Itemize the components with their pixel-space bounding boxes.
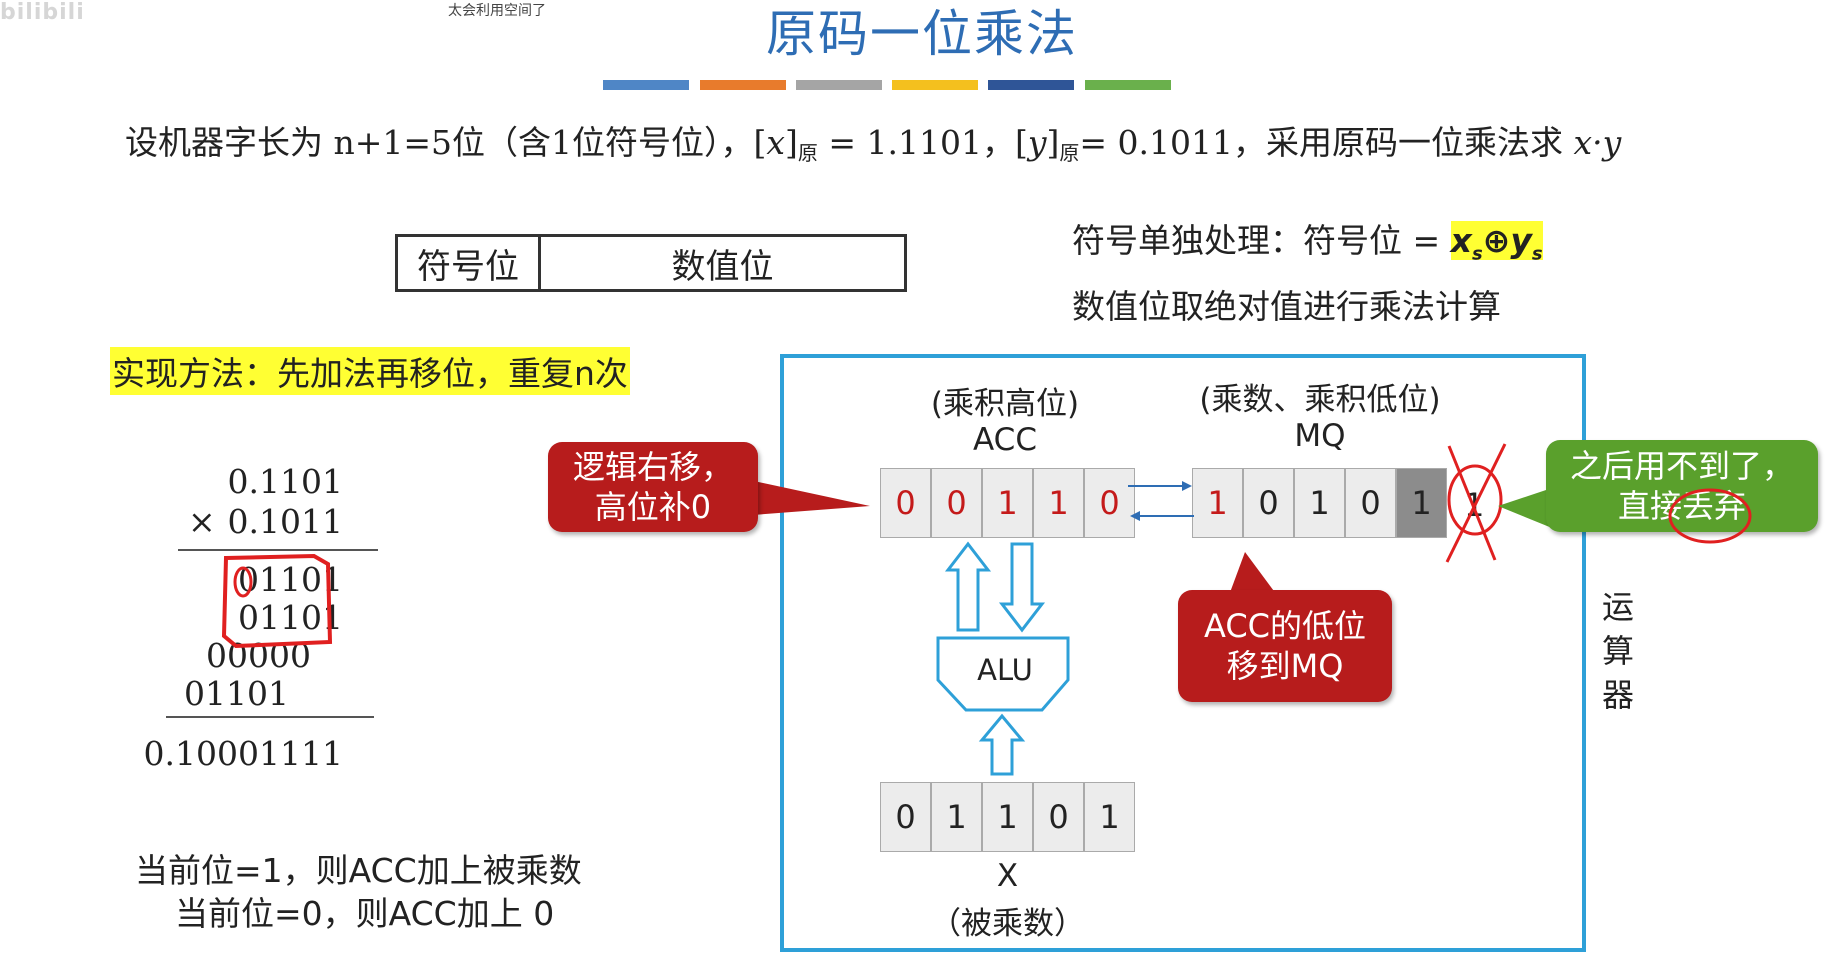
acc-mq-arrows <box>1128 481 1194 521</box>
mq-bit: 1 <box>1396 468 1447 538</box>
mq-bit: 0 <box>1345 468 1396 538</box>
bilibili-watermark: bilibili <box>0 0 85 25</box>
mq-register: 1 0 1 0 1 <box>1192 468 1447 538</box>
value-bits-cell: 数值位 <box>671 246 774 287</box>
times-sign: × <box>188 502 216 541</box>
danmaku-comment: 太会利用空间了 <box>448 3 546 19</box>
divider-line <box>178 549 378 551</box>
arrow-down-from-acc <box>998 542 1046 633</box>
title-bar-2 <box>700 80 786 90</box>
rule-bit-zero: 当前位=0，则ACC加上 0 <box>175 894 555 933</box>
acc-label: ACC <box>973 422 1037 458</box>
mq-bit: 1 <box>1294 468 1345 538</box>
shift-callout: 逻辑右移，高位补0 <box>548 442 758 532</box>
value-rule: 数值位取绝对值进行乘法计算 <box>1072 287 1501 326</box>
method-highlight: 实现方法：先加法再移位，重复n次 <box>110 347 630 395</box>
title-bar-3 <box>796 80 882 90</box>
arithmetic-unit-label: 运算器 <box>1601 588 1634 714</box>
bit-format-table: 符号位 数值位 <box>395 234 907 292</box>
x-bit: 0 <box>1033 782 1084 852</box>
x-bit: 1 <box>1084 782 1135 852</box>
discard-cross-mark <box>1445 443 1507 563</box>
mq-label: MQ <box>1294 418 1346 454</box>
acc-bit: 0 <box>880 468 931 538</box>
alu-shape <box>936 636 1070 712</box>
arrow-up-from-x <box>978 713 1026 776</box>
acc-bit: 0 <box>1084 468 1135 538</box>
partial-product: 01101 <box>238 560 343 599</box>
x-bit: 0 <box>880 782 931 852</box>
red-annotation-box <box>221 553 333 649</box>
sign-rule: 符号单独处理：符号位 = xs⊕ys <box>1072 221 1543 265</box>
discard-callout: 之后用不到了，直接丢弃 <box>1546 440 1818 532</box>
alu-label: ALU <box>977 653 1033 687</box>
shift-callout-pointer <box>740 478 870 516</box>
title-bar-5 <box>988 80 1074 90</box>
multiplier: 0.1011 <box>227 502 343 541</box>
multiplicand: 0.1101 <box>227 462 343 501</box>
alu-diagram <box>936 541 1070 776</box>
sign-xor-formula: xs⊕ys <box>1450 221 1543 265</box>
title-bar-6 <box>1085 80 1171 90</box>
title-bar-1 <box>603 80 689 90</box>
red-circle-annotation <box>1668 488 1752 544</box>
x-bit: 1 <box>931 782 982 852</box>
page-title: 原码一位乘法 <box>766 5 1078 63</box>
acc-bit: 0 <box>931 468 982 538</box>
x-label: X <box>996 858 1019 894</box>
discard-callout-pointer <box>1498 488 1552 528</box>
mq-bit: 1 <box>1192 468 1243 538</box>
title-bar-4 <box>892 80 978 90</box>
x-register: 0 1 1 0 1 <box>880 782 1135 852</box>
acc-to-mq-callout: ACC的低位移到MQ <box>1178 590 1392 702</box>
acc-bit: 1 <box>982 468 1033 538</box>
acc-register: 0 0 1 1 0 <box>880 468 1135 538</box>
result: 0.10001111 <box>143 734 343 773</box>
sign-bit-cell: 符号位 <box>398 237 541 289</box>
partial-product: 01101 <box>238 598 343 637</box>
acc-bit: 1 <box>1033 468 1084 538</box>
problem-statement: 设机器字长为 n+1=5位（含1位符号位），[x]原 = 1.1101，[y]原… <box>125 123 1622 165</box>
arithmetic-unit-box <box>780 354 1586 952</box>
arrow-up-to-acc <box>944 541 992 632</box>
mq-bit: 0 <box>1243 468 1294 538</box>
x-bit: 1 <box>982 782 1033 852</box>
acc-label-top: (乘积高位) <box>930 386 1080 422</box>
x-label-bottom: （被乘数） <box>930 906 1085 942</box>
partial-product: 01101 <box>184 674 289 713</box>
sum-line <box>166 716 374 718</box>
rule-bit-one: 当前位=1，则ACC加上被乘数 <box>135 851 582 890</box>
mq-label-top: (乘数、乘积低位) <box>1199 382 1441 418</box>
